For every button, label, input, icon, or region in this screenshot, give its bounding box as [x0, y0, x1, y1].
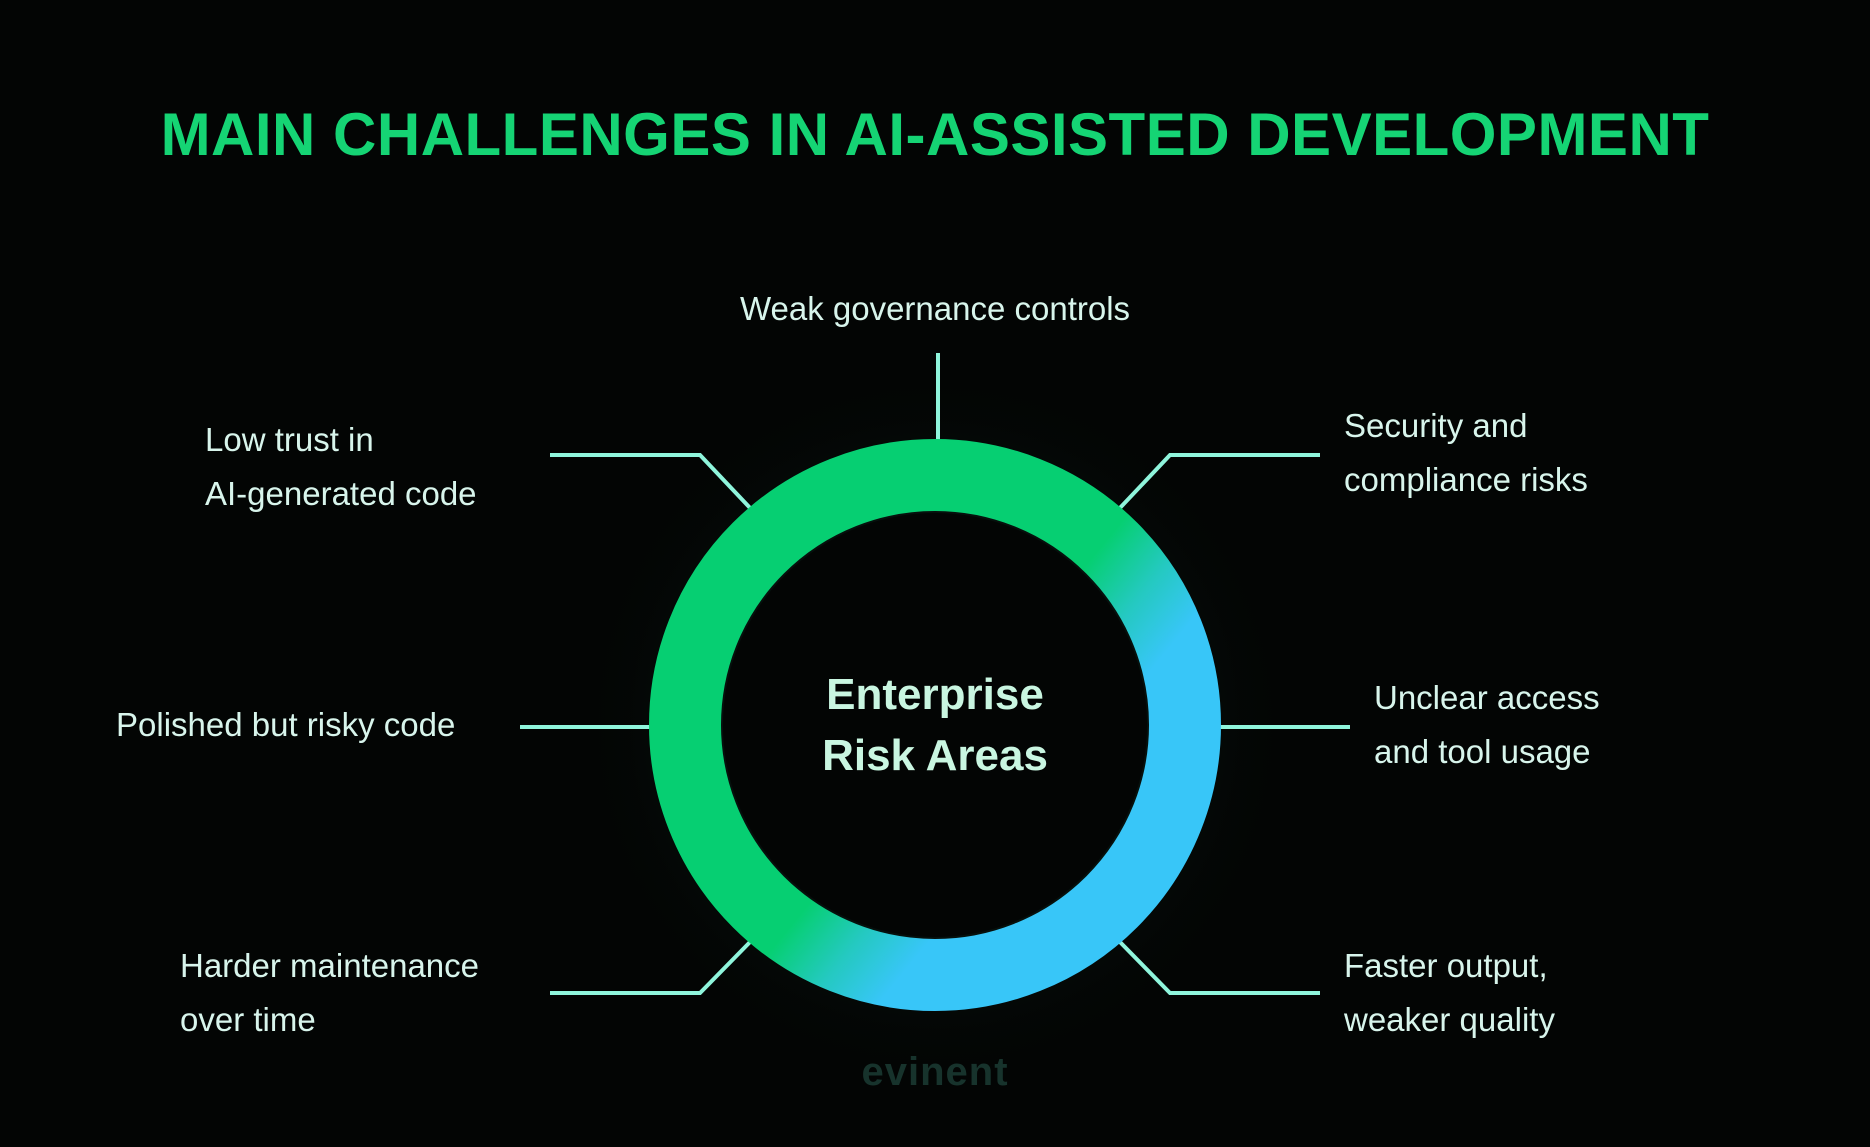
- brand-logo: evinent: [861, 1050, 1009, 1094]
- connectors: [520, 353, 1350, 995]
- center-label-line2: Risk Areas: [822, 731, 1048, 780]
- center-label-line1: Enterprise: [826, 670, 1044, 719]
- page-title: MAIN CHALLENGES IN AI-ASSISTED DEVELOPME…: [160, 101, 1710, 168]
- label-unclear-access: Unclear access and tool usage: [1374, 679, 1600, 770]
- connector-bottom-left: [550, 938, 754, 995]
- label-faster-output: Faster output, weaker quality: [1344, 947, 1555, 1038]
- label-security-compliance: Security and compliance risks: [1344, 407, 1588, 498]
- label-harder-maintenance: Harder maintenance over time: [180, 947, 479, 1038]
- label-low-trust: Low trust in AI-generated code: [205, 421, 477, 512]
- label-polished-risky-code: Polished but risky code: [116, 706, 456, 743]
- center-label: Enterprise Risk Areas: [735, 664, 1135, 786]
- connector-bottom-right: [1116, 938, 1320, 995]
- ring-inner: [723, 513, 1147, 937]
- label-weak-governance: Weak governance controls: [739, 290, 1131, 327]
- risk-ring: [649, 439, 1221, 1011]
- connector-top-right: [1116, 453, 1320, 512]
- connector-top-left: [550, 453, 754, 512]
